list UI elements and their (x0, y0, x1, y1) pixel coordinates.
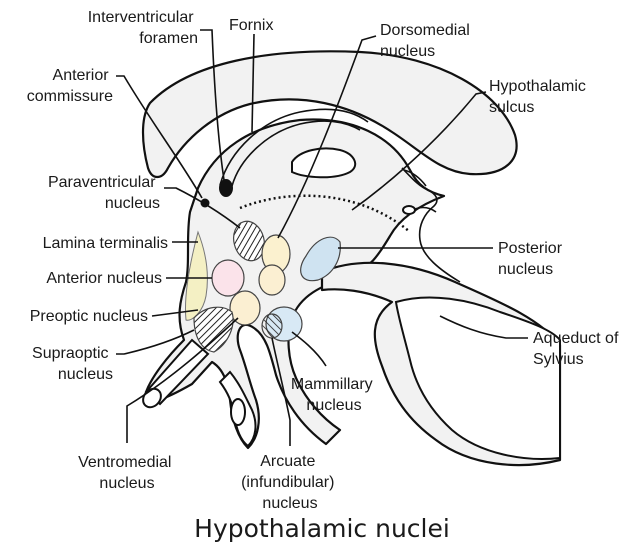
leader-mammillary-nucleus (292, 332, 326, 366)
anterior-nucleus-shape (212, 260, 244, 296)
label-dorsomedial-nucleus: Dorsomedial nucleus (380, 22, 474, 60)
label-arcuate-nucleus: Arcuate (infundibular) nucleus (241, 453, 339, 512)
label-anterior-commissure: Anterior commissure (27, 67, 113, 105)
label-posterior-nucleus: Posterior nucleus (498, 240, 566, 278)
arcuate-nucleus-shape (262, 314, 282, 338)
label-anterior-nucleus: Anterior nucleus (46, 270, 162, 287)
pineal-recess (403, 206, 415, 214)
label-ventromedial-nucleus: Ventromedial nucleus (78, 454, 176, 492)
leader-fornix (252, 34, 254, 132)
diagram-caption: Hypothalamic nuclei (194, 514, 450, 543)
label-supraoptic-nucleus: Supraoptic nucleus (32, 345, 113, 383)
ventromedial-nucleus-area (259, 265, 285, 295)
label-hypothalamic-sulcus: Hypothalamic sulcus (489, 78, 590, 116)
ventromedial-nucleus-shape (230, 291, 260, 325)
label-interventricular-foramen: Interventricular foramen (88, 9, 198, 47)
label-lamina-terminalis: Lamina terminalis (43, 235, 168, 252)
label-fornix: Fornix (229, 17, 273, 34)
interventricular-foramen-spot (219, 179, 233, 197)
label-paraventricular-nucleus: Paraventricular nucleus (48, 174, 160, 212)
infundibulum-stalk (231, 399, 245, 425)
label-preoptic-nucleus: Preoptic nucleus (30, 308, 148, 325)
third-ventricle (292, 149, 355, 178)
